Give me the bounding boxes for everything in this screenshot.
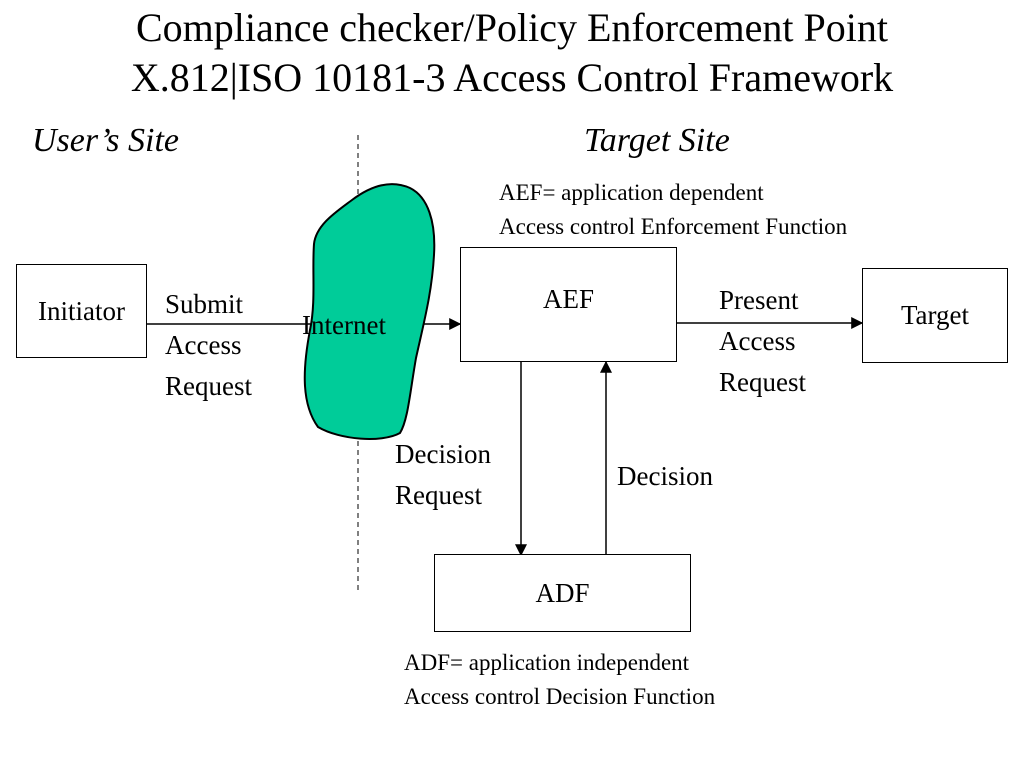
aef-note-line: Access control Enforcement Function (499, 214, 848, 239)
target-site-label: Target Site (584, 122, 730, 159)
internet-cloud-shape (303, 183, 436, 440)
initiator-box: Initiator (16, 264, 147, 358)
aef-note-line: AEF= application dependent (499, 180, 764, 205)
target-box: Target (862, 268, 1008, 363)
submit-access-request-label: Submit Access Request (165, 284, 252, 407)
adf-box: ADF (434, 554, 691, 632)
present-label-line: Request (719, 367, 806, 397)
diagram-title-line-1: Compliance checker/Policy Enforcement Po… (136, 5, 888, 50)
aef-definition-note: AEF= application dependent Access contro… (499, 176, 847, 244)
submit-label-line: Submit (165, 289, 244, 319)
adf-note-line: Access control Decision Function (404, 684, 716, 709)
adf-label: ADF (535, 577, 590, 608)
adf-note-line: ADF= application independent (404, 650, 690, 675)
decision-request-label: Decision Request (395, 434, 491, 516)
internet-label: Internet (302, 310, 386, 340)
aef-box: AEF (460, 247, 677, 362)
diagram-title-line-2: X.812|ISO 10181-3 Access Control Framewo… (130, 55, 894, 100)
decision-label: Decision (617, 461, 713, 491)
present-access-request-label: Present Access Request (719, 280, 806, 403)
users-site-label: User’s Site (32, 122, 180, 159)
initiator-label: Initiator (38, 295, 125, 326)
adf-definition-note: ADF= application independent Access cont… (404, 646, 715, 714)
present-label-line: Present (719, 285, 799, 315)
decision-request-label-line: Decision (395, 439, 491, 469)
present-label-line: Access (719, 326, 796, 356)
submit-label-line: Access (165, 330, 242, 360)
decision-request-label-line: Request (395, 480, 482, 510)
target-label: Target (900, 300, 970, 330)
submit-label-line: Request (165, 371, 252, 401)
aef-label: AEF (542, 284, 594, 314)
